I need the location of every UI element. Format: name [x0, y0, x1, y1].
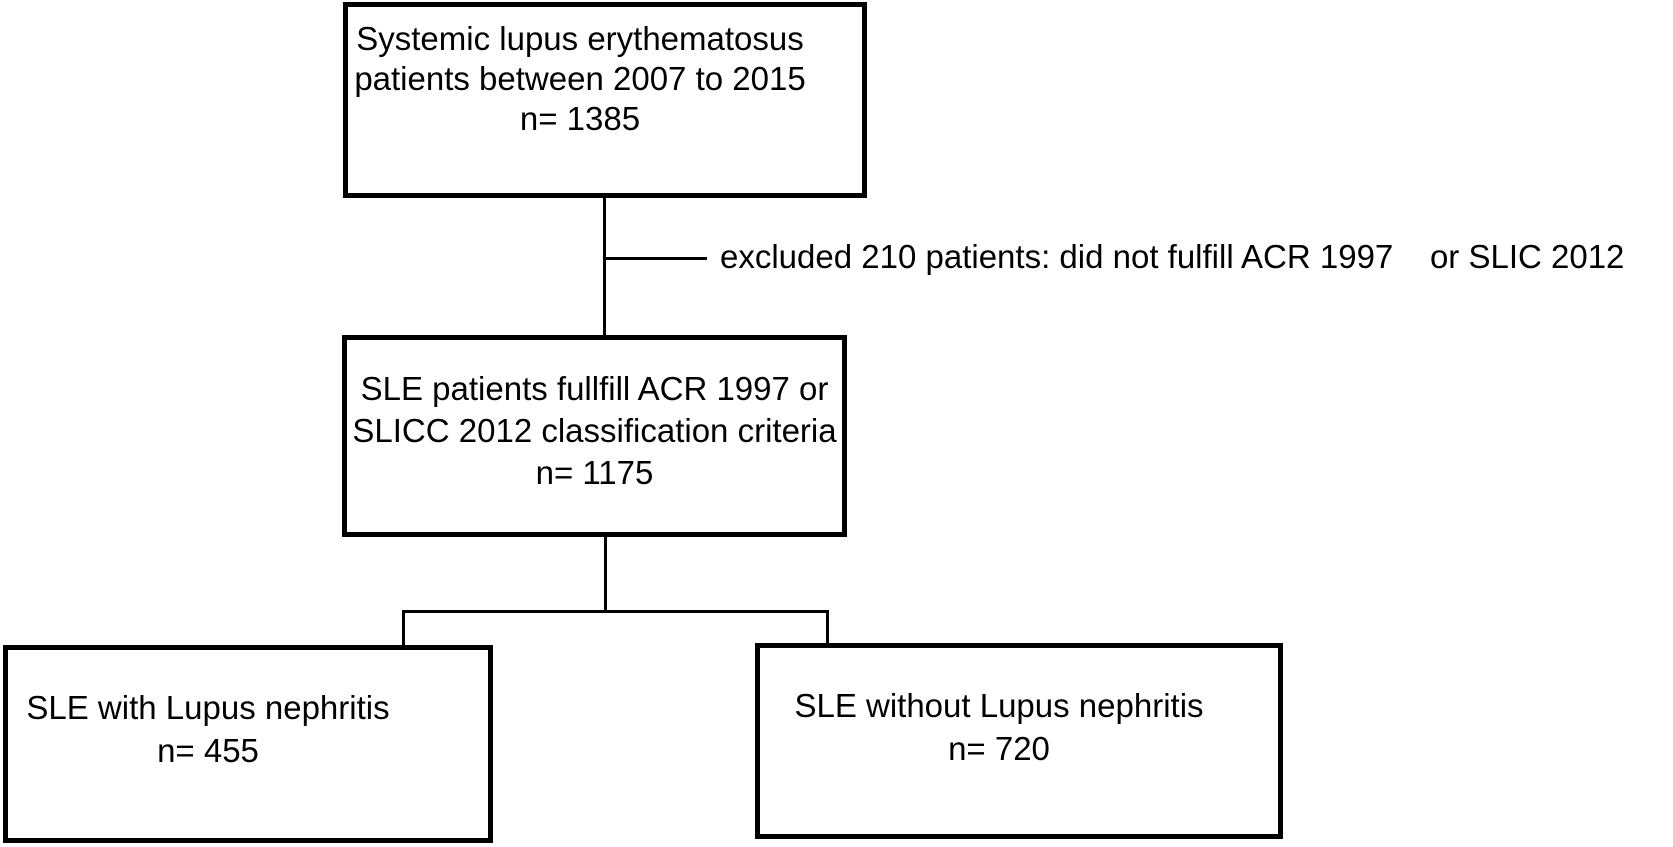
- node-sle-criteria-fulfilled: SLE patients fullfill ACR 1997 or SLICC …: [342, 335, 847, 537]
- node-line: SLE with Lupus nephritis: [26, 689, 390, 726]
- split-line: [402, 610, 829, 613]
- node-line: n= 720: [948, 730, 1050, 767]
- node-line: Systemic lupus erythematosus: [356, 20, 804, 57]
- node-sle-with-nephritis: SLE with Lupus nephritis n= 455: [3, 645, 493, 843]
- node-line: SLE patients fullfill ACR 1997 or: [360, 370, 829, 407]
- drop-line-left: [402, 610, 405, 648]
- node-line: n= 455: [157, 732, 259, 769]
- node-line: patients between 2007 to 2015: [354, 60, 806, 97]
- node-line: SLICC 2012 classification criteria: [352, 412, 837, 449]
- node-text: Systemic lupus erythematosus patients be…: [348, 7, 862, 139]
- exclusion-label: excluded 210 patients: did not fulfill A…: [720, 238, 1625, 275]
- node-line: SLE without Lupus nephritis: [794, 687, 1204, 724]
- node-text: SLE with Lupus nephritis n= 455: [8, 650, 488, 772]
- drop-line-right: [826, 610, 829, 646]
- connector-criteria-to-split: [604, 535, 607, 613]
- node-sle-patients-2007-2015: Systemic lupus erythematosus patients be…: [343, 2, 867, 198]
- node-line: n= 1385: [519, 100, 641, 137]
- connector-top-to-criteria: [603, 198, 606, 335]
- node-line: n= 1175: [535, 454, 654, 491]
- node-text: SLE patients fullfill ACR 1997 or SLICC …: [347, 340, 842, 494]
- exclusion-branch-line: [605, 257, 707, 260]
- node-text: SLE without Lupus nephritis n= 720: [760, 648, 1278, 770]
- node-sle-without-nephritis: SLE without Lupus nephritis n= 720: [755, 643, 1283, 839]
